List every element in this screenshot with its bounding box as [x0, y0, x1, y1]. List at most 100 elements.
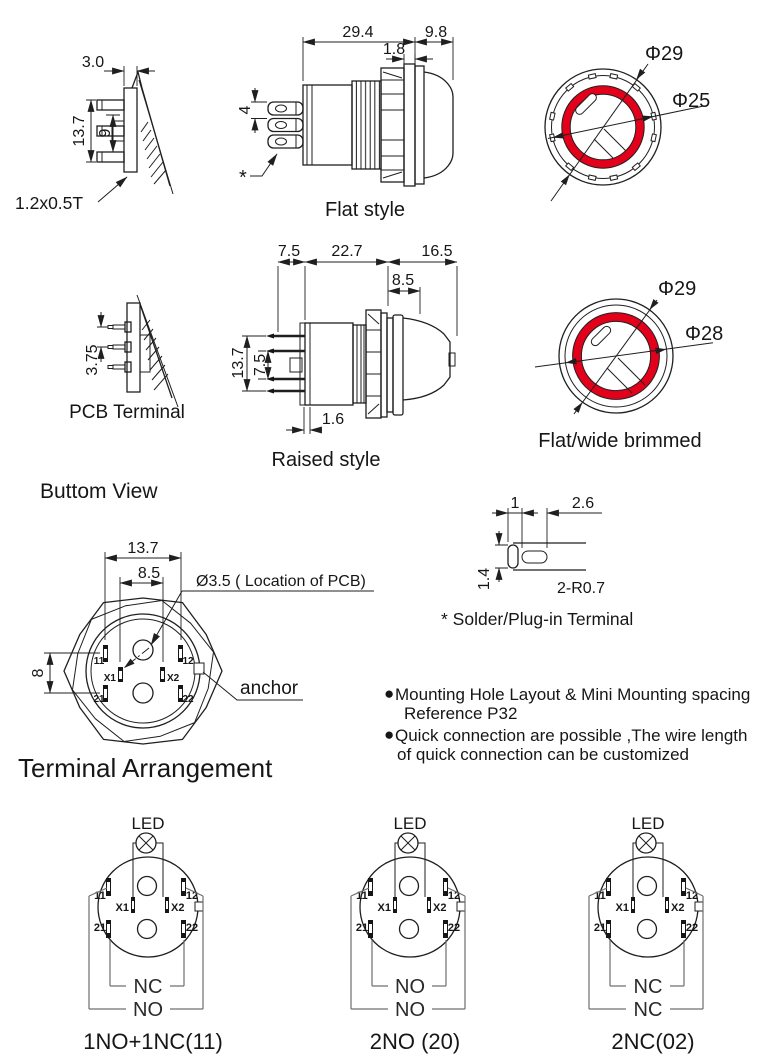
dim-9-8: 9.8	[425, 24, 447, 41]
t22: 22	[186, 922, 198, 934]
note-1-line-1: Mounting Hole Layout & Mini Mounting spa…	[395, 685, 750, 704]
outer-contact-label: NO	[133, 999, 163, 1021]
anchor-notch	[694, 901, 704, 912]
terminal-x1-label: X1	[104, 673, 117, 684]
dim-16-5: 16.5	[421, 243, 452, 260]
dim-8: 8	[30, 668, 47, 677]
arrangement-caption-3: 2NC(02)	[611, 1029, 694, 1054]
arrangement-caption-2: 2NO (20)	[370, 1029, 460, 1054]
inner-contact-label: NC	[134, 976, 163, 998]
star-marker: *	[239, 167, 247, 189]
outer-contact-label: NC	[634, 999, 663, 1021]
anchor-notch	[456, 901, 466, 912]
arrangement-diagram-2no: LED 11 12 21 22 X1 X2 NO NO 2NO (20)	[350, 814, 466, 1054]
wide-brimmed-caption: Flat/wide brimmed	[538, 430, 701, 452]
pcb-terminal-view: 3.75 PCB Terminal	[69, 294, 185, 423]
dim-7-5-inner: 7.5	[252, 354, 269, 376]
plate-thickness-label: 1.2x0.5T	[15, 193, 83, 213]
terminal-22-label: 22	[182, 694, 194, 705]
t21: 21	[594, 922, 606, 934]
led-label: LED	[631, 814, 664, 833]
raised-style-caption: Raised style	[272, 449, 381, 471]
pcb-hole-top	[132, 639, 154, 661]
anchor-notch	[194, 901, 204, 912]
dim-22-7: 22.7	[331, 243, 362, 260]
note-bullet-1: ●	[384, 684, 394, 703]
led-slot	[575, 93, 597, 115]
flat-style-caption: Flat style	[325, 199, 405, 221]
dim-4: 4	[237, 105, 254, 114]
t12: 12	[186, 890, 198, 902]
t11: 11	[94, 890, 106, 902]
terminal-21-label: 21	[93, 694, 105, 705]
note-1-line-2: Reference P32	[404, 704, 517, 723]
outer-contact-label: NO	[395, 999, 425, 1021]
led-slot-wide	[590, 325, 612, 347]
t12: 12	[448, 890, 460, 902]
led-label: LED	[131, 814, 164, 833]
bottom-view-heading: Buttom View	[40, 480, 158, 503]
arrangement-diagram-1no1nc: LED 11 12 21 22 X1 X2 NC NO 1NO+1NC(11)	[83, 814, 223, 1054]
x1: X1	[378, 902, 391, 914]
side-view-solder-terminal: 3.0 13.7 9 1.2x0.5T	[15, 54, 174, 213]
bottom-view-terminals	[103, 645, 183, 702]
dim-2-r07: 2-R0.7	[557, 580, 605, 597]
anchor-label: anchor	[240, 678, 299, 699]
inner-contact-label: NO	[395, 976, 425, 998]
dia-29-label-wide: Φ29	[658, 278, 696, 300]
led-label: LED	[393, 814, 426, 833]
terminal-arrangement-heading: Terminal Arrangement	[18, 753, 273, 783]
scalloped-outer-ring	[63, 597, 223, 745]
dim-13-7-raised: 13.7	[230, 347, 247, 378]
t11: 11	[356, 890, 368, 902]
inner-contact-label: NC	[634, 976, 663, 998]
x2: X2	[671, 902, 684, 914]
arrangement-caption-1: 1NO+1NC(11)	[83, 1029, 223, 1054]
dia-25-label: Φ25	[672, 90, 710, 112]
dim-2-6: 2.6	[572, 495, 594, 512]
note-2-line-1: Quick connection are possible ,The wire …	[395, 726, 747, 745]
pcb-hole-label: Ø3.5 ( Location of PCB)	[196, 573, 366, 590]
pcb-hole-bottom	[132, 682, 154, 704]
flat-style-view: 29.4 9.8 1.8 4 * Flat style	[237, 24, 454, 221]
pcb-pins	[107, 321, 132, 373]
dim-1: 1	[511, 495, 520, 512]
anchor-notch	[193, 662, 205, 675]
dim-3-75: 3.75	[84, 344, 101, 375]
t21: 21	[356, 922, 368, 934]
terminal-detail-view: 1 2.6 1.4 2-R0.7 * Solder/Plug-in Termin…	[441, 495, 633, 629]
dim-7-5: 7.5	[278, 243, 300, 260]
terminal-11-label: 11	[94, 656, 105, 667]
dia-28-label: Φ28	[685, 323, 723, 345]
dim-8-5: 8.5	[392, 272, 414, 289]
dim-1-8: 1.8	[383, 41, 405, 58]
t22: 22	[686, 922, 698, 934]
dim-8-5-bottom: 8.5	[138, 565, 160, 582]
illuminated-ring-red-wide	[572, 312, 660, 400]
solder-terminal-caption: * Solder/Plug-in Terminal	[441, 609, 633, 629]
x2: X2	[433, 902, 446, 914]
terminal-12-label: 12	[182, 656, 194, 667]
front-view-flat: Φ29 Φ25	[544, 43, 710, 202]
dim-9: 9	[97, 128, 114, 137]
raised-style-view: 7.5 22.7 16.5 8.5 13.7 7.5 1.6 Raised st…	[230, 243, 458, 471]
illuminated-ring-red	[562, 86, 644, 168]
dim-29-4: 29.4	[342, 24, 373, 41]
dim-3-0: 3.0	[82, 54, 104, 71]
note-2-line-2: of quick connection can be customized	[397, 745, 689, 764]
t11: 11	[594, 890, 606, 902]
pcb-terminal-caption: PCB Terminal	[69, 402, 185, 423]
note-bullet-2: ●	[384, 725, 394, 744]
arrangement-diagram-2nc: LED 11 12 21 22 X1 X2 NC NC 2NC(02)	[588, 814, 704, 1054]
dim-13-7: 13.7	[71, 115, 88, 146]
terminal-x2-label: X2	[167, 673, 180, 684]
front-view-wide-brimmed: Φ29 Φ28 Flat/wide brimmed	[534, 278, 723, 452]
dim-1-6: 1.6	[322, 411, 344, 428]
x1: X1	[116, 902, 129, 914]
t21: 21	[94, 922, 106, 934]
dim-13-7-bottom: 13.7	[127, 540, 158, 557]
x2: X2	[171, 902, 184, 914]
t12: 12	[686, 890, 698, 902]
